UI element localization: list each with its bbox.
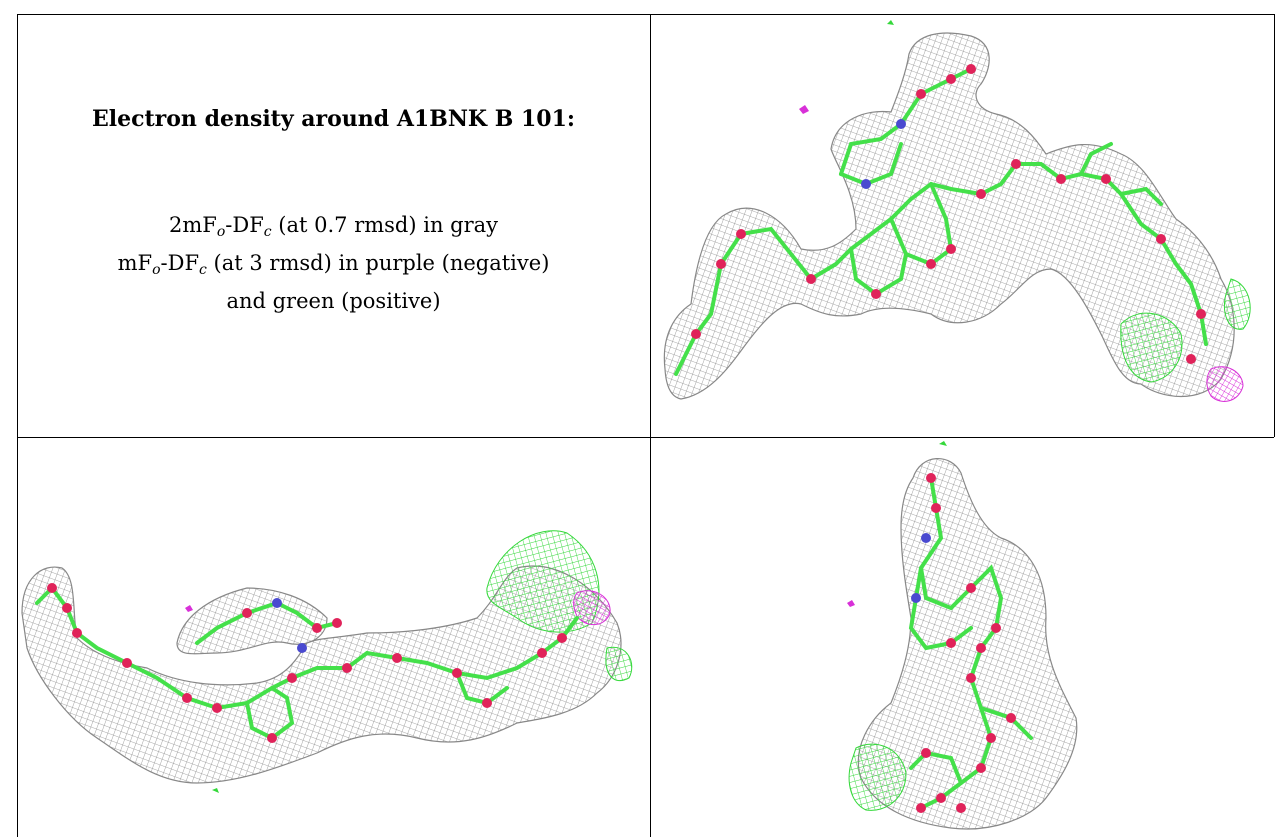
table-top-border xyxy=(17,14,1274,15)
purple-negative-mesh xyxy=(1206,366,1244,402)
oxygen-atoms xyxy=(47,583,567,743)
legend-text: 2mFo-DFc (at 0.7 rmsd) in gray mFo-DFc (… xyxy=(17,210,650,317)
legend-line-mfo: mFo-DFc (at 3 rmsd) in purple (negative) xyxy=(117,251,550,278)
green-speck xyxy=(939,441,947,446)
green-positive-mesh xyxy=(1120,278,1251,383)
purple-speck xyxy=(847,600,855,607)
legend-line-2mfo: 2mFo-DFc (at 0.7 rmsd) in gray xyxy=(168,213,499,240)
green-speck xyxy=(887,20,894,25)
density-map-image xyxy=(21,530,633,793)
table-middle-border xyxy=(17,437,1274,438)
figure-title: Electron density around A1BNK B 101: xyxy=(91,106,576,132)
green-positive-mesh xyxy=(848,743,907,811)
oxygen-atoms xyxy=(916,473,1016,813)
gray-mesh-density xyxy=(663,32,1235,400)
table-center-border xyxy=(650,14,651,837)
table-right-border xyxy=(1274,14,1275,437)
purple-speck xyxy=(185,605,193,612)
density-map-image xyxy=(663,20,1251,402)
legend-cell: Electron density around A1BNK B 101: 2mF… xyxy=(17,14,650,437)
nitrogen-atoms xyxy=(861,119,906,189)
density-view-2 xyxy=(17,438,650,837)
purple-negative-mesh xyxy=(573,590,611,626)
nitrogen-atoms xyxy=(911,533,931,603)
density-map-image xyxy=(847,441,1078,830)
legend-line-colors: and green (positive) xyxy=(226,289,441,313)
table-left-border xyxy=(17,14,18,837)
nitrogen-atoms xyxy=(272,598,307,653)
green-speck xyxy=(212,788,219,793)
density-view-1 xyxy=(651,14,1274,437)
oxygen-atoms xyxy=(691,64,1206,364)
density-view-3 xyxy=(651,438,1274,837)
purple-speck xyxy=(799,105,809,114)
